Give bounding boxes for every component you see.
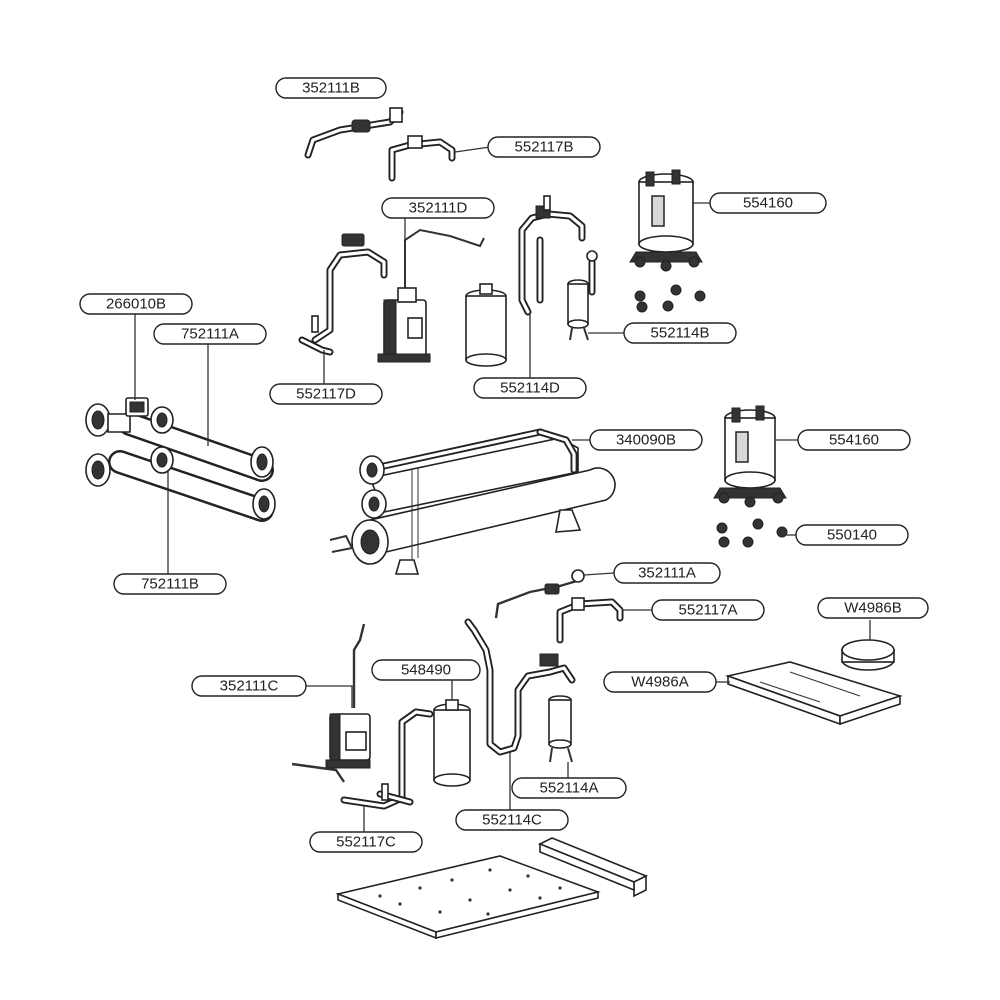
part-340090B-heat-exchanger — [329, 428, 616, 575]
label-340090B: 340090B — [589, 429, 703, 451]
label-W4986B: W4986B — [817, 597, 929, 619]
label-552114C: 552114C — [455, 809, 569, 831]
part-554160-compressor-top — [629, 169, 703, 272]
part-752111B-pipe — [85, 446, 276, 522]
part-W4986B-cover — [841, 639, 895, 671]
label-266010B-text: 266010B — [106, 296, 166, 313]
label-752111B: 752111B — [113, 573, 227, 595]
part-550140-rubber-feet — [716, 518, 788, 548]
leader-lines — [134, 146, 871, 832]
part-548490-receiver — [433, 699, 471, 787]
part-266010B-fitting — [125, 397, 149, 417]
label-552114D: 552114D — [473, 377, 587, 399]
label-552114C-text: 552114C — [482, 812, 542, 829]
label-352111A-text: 352111A — [638, 565, 696, 582]
part-552117A-tube — [556, 597, 624, 644]
label-352111D-text: 352111D — [409, 200, 468, 217]
label-W4986A: W4986A — [603, 671, 717, 693]
label-W4986B-text: W4986B — [844, 600, 902, 617]
part-552114A-accumulator — [548, 695, 573, 763]
label-266010B: 266010B — [79, 293, 193, 315]
label-552114A-text: 552114A — [540, 780, 599, 797]
label-340090B-text: 340090B — [616, 432, 676, 449]
label-550140-text: 550140 — [827, 527, 877, 544]
part-352111B-tube — [304, 107, 404, 159]
label-352111B-text: 352111B — [302, 80, 360, 97]
part-angle-rail — [538, 837, 648, 898]
label-554160-mid: 554160 — [797, 429, 911, 451]
label-552117A-text: 552117A — [679, 602, 738, 619]
label-552114B-text: 552114B — [651, 325, 710, 342]
part-752111A-pipe — [85, 403, 274, 482]
label-752111A: 752111A — [153, 323, 267, 345]
label-554160-top: 554160 — [709, 192, 827, 214]
label-552117B-text: 552117B — [515, 139, 574, 156]
label-548490: 548490 — [371, 659, 481, 681]
part-352111A-capillary — [494, 569, 585, 619]
label-550140: 550140 — [795, 524, 909, 546]
part-552117C-tube — [340, 708, 434, 810]
label-554160-mid-text: 554160 — [829, 432, 879, 449]
part-352111D-capillary — [404, 228, 485, 288]
label-752111B-text: 752111B — [141, 576, 199, 593]
label-552117D: 552117D — [269, 383, 383, 405]
part-352111C-valve — [291, 623, 371, 783]
label-552117D-text: 552117D — [296, 386, 356, 403]
label-352111D: 352111D — [381, 197, 495, 219]
label-752111A-text: 752111A — [181, 326, 239, 343]
label-352111B: 352111B — [275, 77, 387, 99]
label-352111C-text: 352111C — [220, 678, 279, 695]
label-552117B: 552117B — [487, 136, 601, 158]
part-552117B-tube — [388, 135, 456, 182]
label-552114A: 552114A — [511, 777, 627, 799]
label-W4986A-text: W4986A — [631, 674, 689, 691]
part-receiver-d — [465, 283, 507, 367]
label-552114D-text: 552114D — [500, 380, 560, 397]
part-552114D-tube — [518, 195, 586, 316]
label-552117C: 552117C — [309, 831, 423, 853]
part-base-plate — [335, 855, 601, 940]
part-552114C-tube — [464, 618, 576, 756]
part-554160-compressor-mid — [713, 405, 787, 508]
label-352111C: 352111C — [191, 675, 307, 697]
label-548490-text: 548490 — [401, 662, 451, 679]
part-W4986A-panel — [725, 661, 903, 726]
label-554160-top-text: 554160 — [743, 195, 793, 212]
part-552117D-tube — [298, 233, 388, 356]
part-reversing-valve-d — [377, 287, 431, 363]
label-352111A: 352111A — [613, 562, 721, 584]
label-552117A: 552117A — [651, 599, 765, 621]
label-552114B: 552114B — [623, 322, 737, 344]
label-552117C-text: 552117C — [336, 834, 396, 851]
part-rubber-feet-top — [634, 284, 706, 313]
part-552114B-accumulator — [567, 250, 598, 341]
